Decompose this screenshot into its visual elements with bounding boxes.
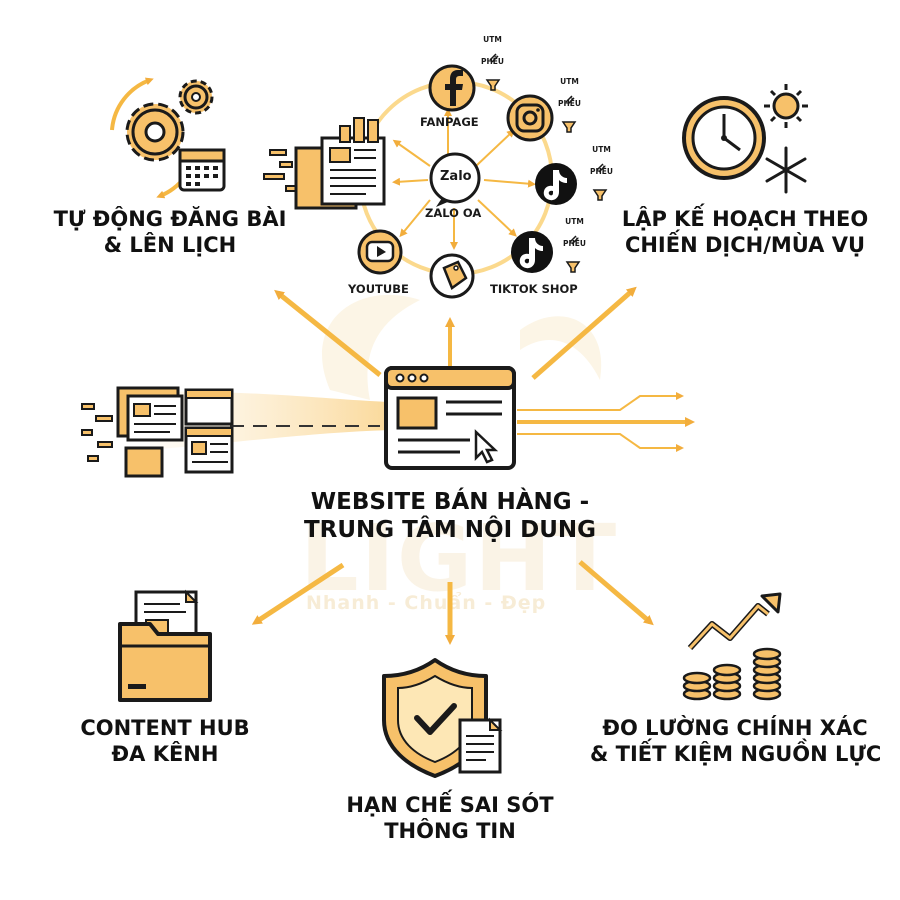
channel-label-fanpage: FANPAGE bbox=[420, 115, 479, 129]
feature-auto-post-label: TỰ ĐỘNG ĐĂNG BÀI& LÊN LỊCH bbox=[53, 207, 287, 257]
tiktok-icon bbox=[535, 163, 577, 205]
gear-calendar-icon bbox=[110, 77, 226, 199]
feature-arrows bbox=[230, 286, 695, 645]
channel-hub-label: ZALO OA bbox=[425, 206, 482, 220]
feature-measure-label: ĐO LƯỜNG CHÍNH XÁC& TIẾT KIỆM NGUỒN LỰC bbox=[590, 716, 882, 766]
shield-check-icon bbox=[382, 658, 503, 778]
channel-label-youtube: YOUTUBE bbox=[348, 282, 409, 296]
folder-icon bbox=[118, 589, 212, 702]
clock-season-icon bbox=[682, 84, 808, 194]
documents-bar-chart-icon bbox=[263, 117, 386, 210]
utm-funnel-markers bbox=[485, 53, 608, 273]
youtube-icon bbox=[357, 229, 403, 275]
instagram-icon bbox=[506, 94, 554, 142]
watermark-slogan: Nhanh - Chuẩn - Đẹp bbox=[306, 592, 547, 614]
growth-coins-icon bbox=[682, 592, 782, 701]
watermark-logo bbox=[322, 294, 602, 400]
browser-window-icon bbox=[384, 366, 516, 470]
zalo-icon bbox=[429, 152, 481, 207]
tiktok-shop-icon bbox=[511, 231, 553, 273]
center-title: WEBSITE BÁN HÀNG -TRUNG TÂM NỘI DUNG bbox=[303, 489, 597, 544]
facebook-icon bbox=[428, 64, 476, 112]
documents-stack-icon bbox=[81, 386, 234, 478]
channel-label-tiktok-shop: TIKTOK SHOP bbox=[490, 282, 578, 296]
price-tag-icon bbox=[429, 253, 475, 299]
zalo-icon-text: Zalo bbox=[440, 169, 472, 184]
watermark-brand: LIGHT bbox=[300, 505, 619, 612]
